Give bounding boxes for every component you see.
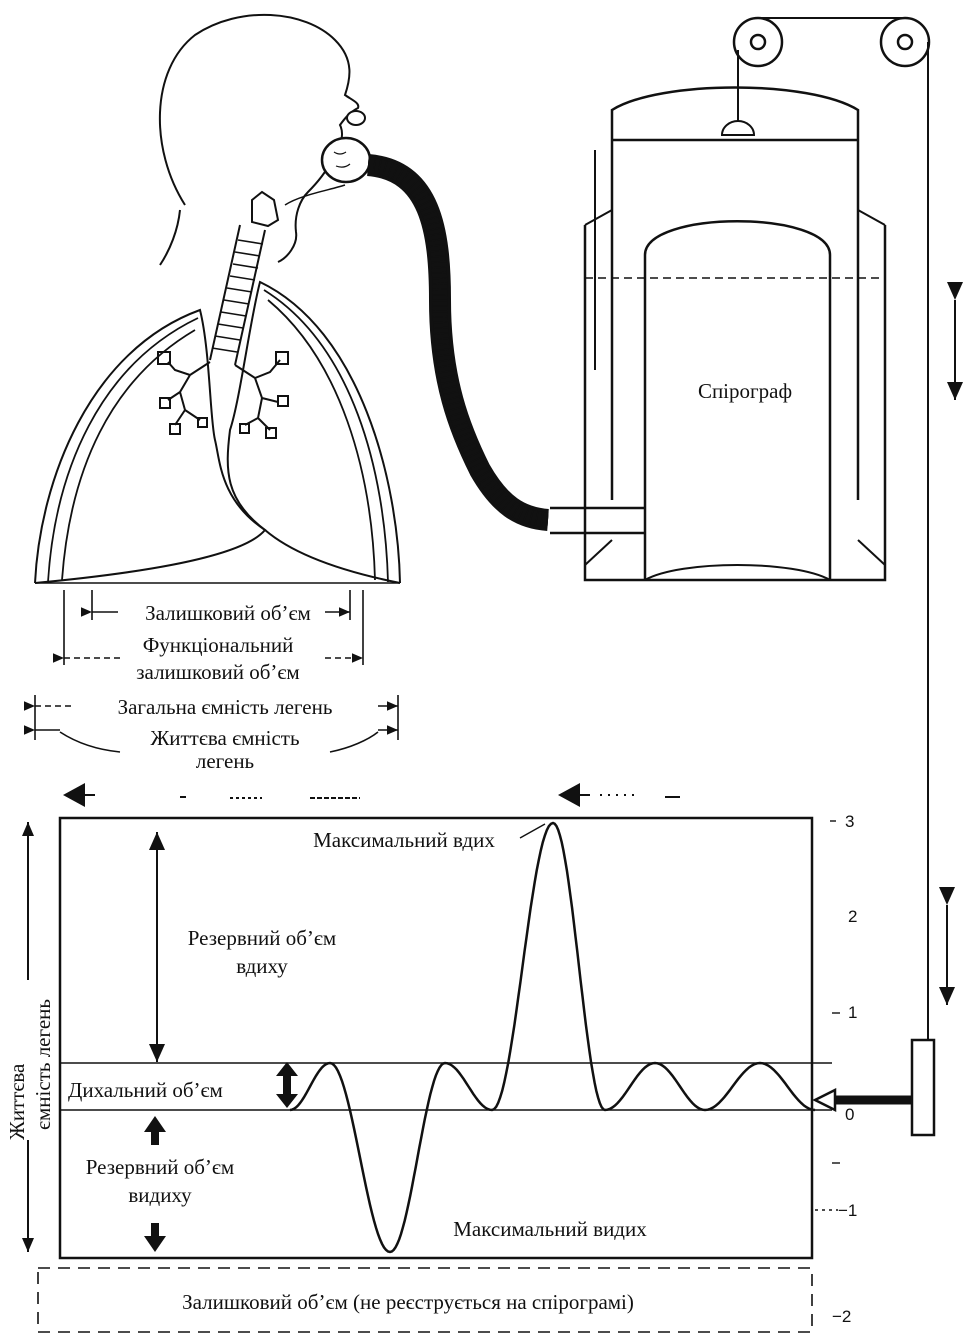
drum-direction-arrows: [65, 795, 680, 798]
frc-label-line1: Функціональний: [143, 633, 294, 657]
residual-note: Залишковий об’єм (не реєструється на спі…: [182, 1290, 634, 1314]
spirogram-trace: [290, 823, 815, 1252]
trachea: [210, 192, 278, 365]
corrugated-hose: [368, 165, 548, 520]
mouthpiece-icon: [322, 111, 370, 182]
bronchi: [158, 352, 288, 438]
vital-axis-label-line1: Життєва: [5, 1063, 29, 1140]
y-tick-1: 1: [848, 1003, 857, 1022]
irv-label-line2: вдиху: [236, 954, 288, 978]
spirograph-label: Спірограф: [698, 379, 792, 403]
y-tick-2: 2: [848, 907, 857, 926]
max-inspiration-label: Максимальний вдих: [313, 828, 495, 852]
erv-label-line2: видиху: [128, 1183, 192, 1207]
y-tick-minus-2: −2: [832, 1307, 851, 1326]
y-tick-minus-1: −1: [838, 1201, 857, 1220]
max-inspiration-leader: [520, 824, 545, 838]
y-tick-3: 3: [845, 812, 854, 831]
vital-capacity-label-line2: легень: [196, 749, 254, 773]
recording-cable: [815, 42, 934, 1135]
irv-label-line1: Резервний об’єм: [188, 926, 336, 950]
residual-volume-label: Залишковий об’єм: [145, 601, 311, 625]
vital-capacity-label-line1: Життєва ємність: [150, 726, 299, 750]
vertical-movement-arrows: [947, 300, 955, 1005]
y-axis: [815, 821, 840, 1210]
total-capacity-label: Загальна ємність легень: [118, 695, 333, 719]
max-expiration-label: Максимальний видих: [453, 1217, 647, 1241]
erv-label-line1: Резервний об’єм: [86, 1155, 234, 1179]
vital-axis-label-line2: ємність легень: [31, 999, 55, 1130]
tidal-arrow: [276, 1062, 298, 1108]
tidal-volume-label: Дихальний об’єм: [68, 1078, 223, 1102]
y-tick-0: 0: [845, 1105, 854, 1124]
frc-label-line2: залишковий об’єм: [136, 660, 299, 684]
spirograph-device: [550, 18, 929, 580]
head-silhouette: [160, 15, 358, 265]
